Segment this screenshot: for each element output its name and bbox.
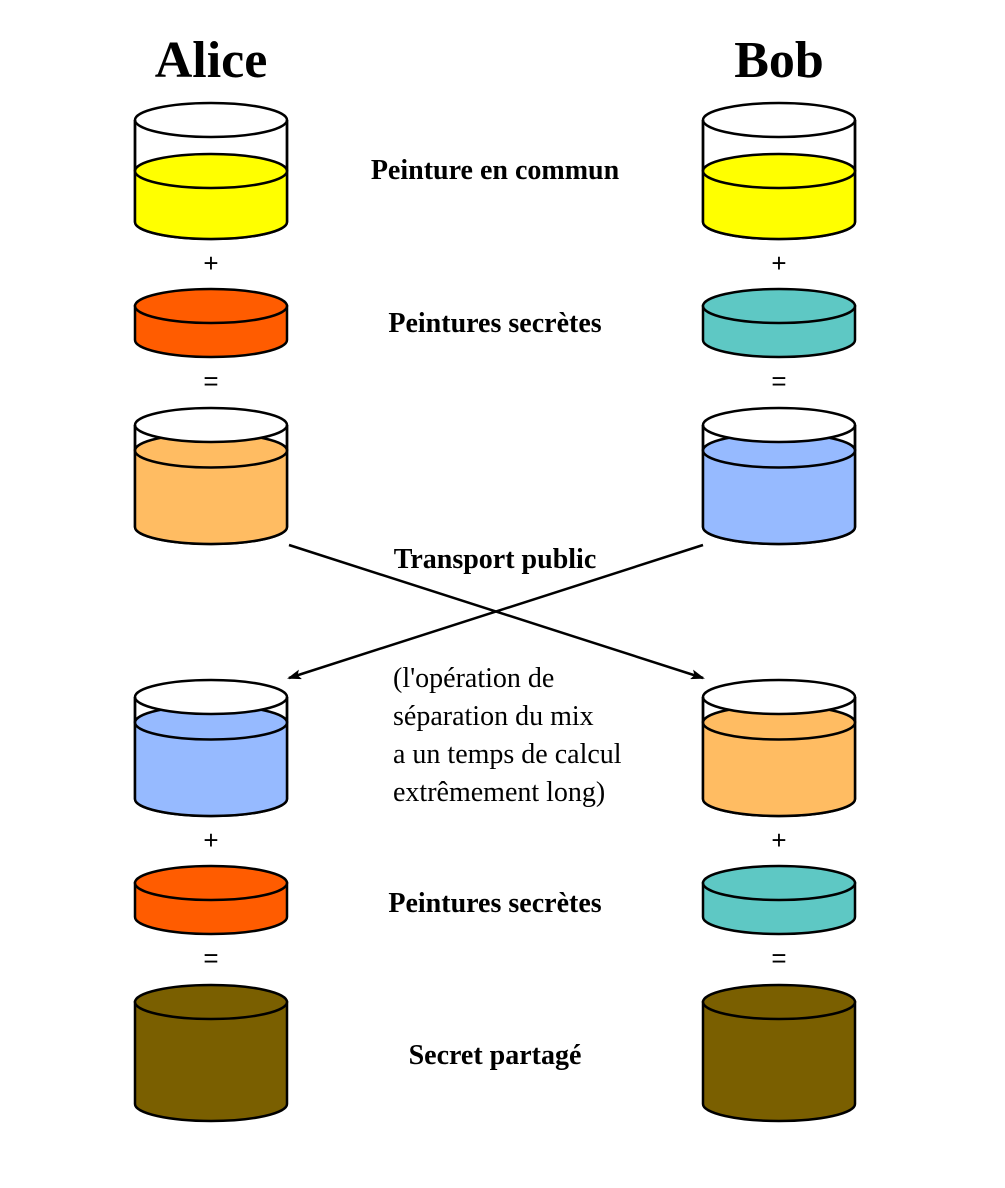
paint-buckets xyxy=(133,101,857,1123)
bob-to-alice-arrow xyxy=(287,543,704,680)
paint-liquid xyxy=(133,169,289,241)
alice-title: Alice xyxy=(155,32,268,89)
common-paint-label: Peinture en commun xyxy=(371,155,620,186)
paint-liquid xyxy=(133,449,289,546)
bob-paint-bucket-secret xyxy=(701,864,857,936)
secret-paints-label-top: Peintures secrètes xyxy=(388,308,601,339)
alice-paint-bucket-received xyxy=(133,678,289,818)
paint-surface xyxy=(701,152,857,190)
computation-note: (l'opération de séparation du mix a un t… xyxy=(393,663,622,808)
note-line: (l'opération de xyxy=(393,663,554,694)
note-line: séparation du mix xyxy=(393,701,594,732)
paint-liquid xyxy=(133,721,289,818)
paint-liquid xyxy=(701,721,857,818)
alice-paint-bucket-common xyxy=(133,101,289,241)
plus-operator: + xyxy=(771,248,786,278)
plus-operator: + xyxy=(203,825,218,855)
bucket-rim xyxy=(701,101,857,139)
paint-liquid xyxy=(133,1000,289,1123)
paint-liquid xyxy=(701,1000,857,1123)
public-transport-label: Transport public xyxy=(394,544,597,575)
secret-paints-label-bottom: Peintures secrètes xyxy=(388,888,601,919)
bob-paint-bucket-shared xyxy=(701,983,857,1123)
paint-surface xyxy=(133,152,289,190)
equals-operator: = xyxy=(771,366,786,396)
bob-paint-bucket-received xyxy=(701,678,857,818)
paint-surface xyxy=(701,287,857,325)
equals-operator: = xyxy=(203,943,218,973)
bucket-rim xyxy=(133,678,289,716)
plus-operator: + xyxy=(771,825,786,855)
paint-surface xyxy=(701,983,857,1021)
alice-paint-bucket-shared xyxy=(133,983,289,1123)
alice-paint-bucket-mix xyxy=(133,406,289,546)
bucket-rim xyxy=(701,678,857,716)
paint-surface xyxy=(701,864,857,902)
paint-liquid xyxy=(701,169,857,241)
bob-paint-bucket-common xyxy=(701,101,857,241)
paint-surface xyxy=(133,864,289,902)
bob-paint-bucket-mix xyxy=(701,406,857,546)
bucket-rim xyxy=(133,101,289,139)
bucket-rim xyxy=(133,406,289,444)
note-line: extrêmement long) xyxy=(393,777,605,808)
equals-operator: = xyxy=(203,366,218,396)
note-line: a un temps de calcul xyxy=(393,739,622,770)
alice-paint-bucket-secret xyxy=(133,864,289,936)
bob-paint-bucket-secret xyxy=(701,287,857,359)
paint-surface xyxy=(133,287,289,325)
equals-operator: = xyxy=(771,943,786,973)
paint-surface xyxy=(133,983,289,1021)
paint-liquid xyxy=(701,449,857,546)
bob-title: Bob xyxy=(734,32,824,89)
plus-operator: + xyxy=(203,248,218,278)
bucket-rim xyxy=(701,406,857,444)
shared-secret-label: Secret partagé xyxy=(409,1040,582,1071)
alice-paint-bucket-secret xyxy=(133,287,289,359)
